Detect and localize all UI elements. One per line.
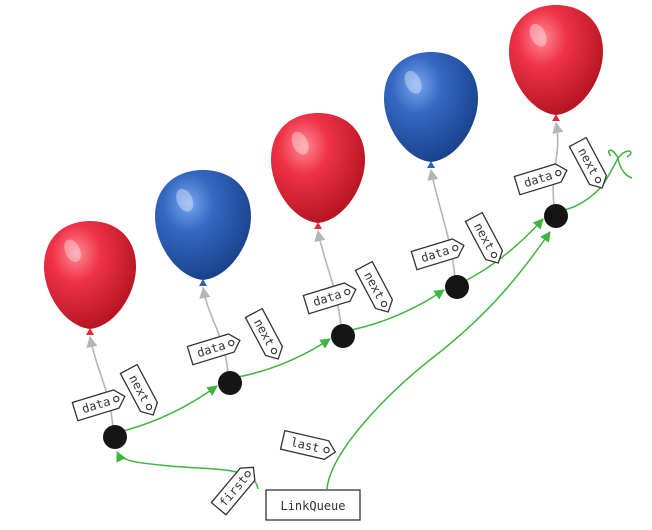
balloon-1-body <box>44 221 136 329</box>
next-tag-3-shape <box>354 260 394 313</box>
balloon-string-3 <box>314 229 342 327</box>
data-tag-5-shape <box>513 163 568 196</box>
next-tag-5-hole <box>594 176 602 184</box>
next-tag-2-shape <box>244 307 284 360</box>
data-tag-4: data <box>410 238 465 271</box>
balloon-3-body <box>271 113 365 223</box>
next-link-4 <box>464 218 544 282</box>
next-link-1 <box>122 385 218 432</box>
next-tag-2-hole <box>270 347 278 355</box>
last-tag: last <box>279 429 337 461</box>
data-tag-3-hole <box>344 288 351 296</box>
next-tag-1-hole <box>145 403 153 411</box>
data-tag-1-shape <box>71 389 126 422</box>
data-tag-2-shape <box>186 333 241 366</box>
data-tag-1: data <box>71 389 126 422</box>
balloon-3 <box>271 113 365 229</box>
data-tag-5-hole <box>555 169 562 177</box>
next-tag-2: next <box>244 307 284 360</box>
balloon-string-4 <box>427 168 456 278</box>
balloon-1-knot <box>86 328 94 335</box>
next-tag-1-shape <box>119 363 159 416</box>
next-tag-3: next <box>354 260 394 313</box>
last-tag-shape <box>279 429 337 461</box>
balloon-2 <box>155 170 251 286</box>
balloon-2-knot <box>199 279 207 286</box>
next-tag-5-shape <box>568 136 608 189</box>
balloon-5-highlight <box>529 23 547 47</box>
node-3 <box>331 324 355 348</box>
balloon-3-highlight <box>291 131 309 155</box>
data-tag-5: data <box>513 163 568 196</box>
next-tag-4-shape <box>464 211 504 264</box>
balloon-3-knot <box>314 222 322 229</box>
balloon-2-highlight <box>176 188 194 212</box>
link-queue-label: LinkQueue <box>280 499 345 513</box>
data-tag-2-hole <box>228 339 235 347</box>
next-tag-3-hole <box>380 300 388 308</box>
next-link-2 <box>237 338 331 378</box>
balloon-string-5 <box>552 121 564 207</box>
next-link-3 <box>350 289 445 331</box>
data-tag-1-hole <box>113 395 120 403</box>
data-tag-2: data <box>186 333 241 366</box>
next-tag-4-hole <box>490 251 498 259</box>
balloon-2-body <box>155 170 251 280</box>
balloon-4 <box>384 52 478 168</box>
balloon-strings-layer <box>86 121 564 428</box>
balloon-1-highlight <box>64 239 81 262</box>
node-2 <box>218 371 242 395</box>
balloon-5 <box>509 5 603 121</box>
node-1 <box>103 425 127 449</box>
balloon-4-knot <box>427 161 435 168</box>
next-tag-1: next <box>119 363 159 416</box>
balloon-string-1 <box>86 335 114 428</box>
next-tag-5: next <box>568 136 608 189</box>
first-tag-hole <box>244 471 251 478</box>
data-tag-3-shape <box>302 282 357 315</box>
first-tag-shape <box>210 466 256 516</box>
link-queue-box: LinkQueue <box>265 489 361 521</box>
data-tag-4-hole <box>452 244 459 252</box>
data-tag-3: data <box>302 282 357 315</box>
balloon-1 <box>44 221 136 335</box>
node-4 <box>445 275 469 299</box>
balloons-layer <box>44 5 603 335</box>
node-5 <box>544 204 568 228</box>
balloon-5-knot <box>552 114 560 121</box>
link-queue-frame <box>265 489 361 521</box>
balloon-string-2 <box>199 286 229 374</box>
last-tag-label: last <box>289 435 320 455</box>
nodes-layer <box>103 204 568 449</box>
balloon-4-body <box>384 52 478 162</box>
data-tag-4-shape <box>410 238 465 271</box>
last-tag-hole <box>323 446 330 454</box>
balloon-4-highlight <box>404 70 422 94</box>
balloon-5-body <box>509 5 603 115</box>
last-pointer <box>326 231 551 490</box>
